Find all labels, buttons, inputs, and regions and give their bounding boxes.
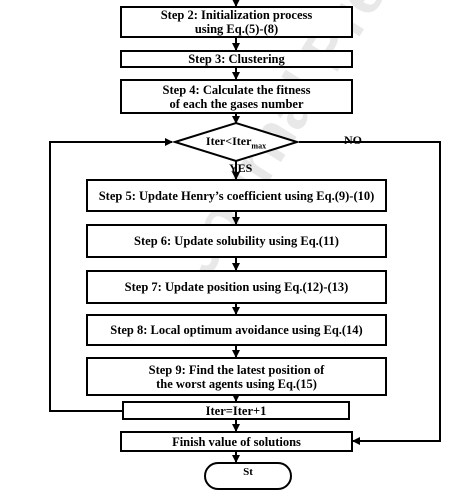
step7-line1: Step 7: Update position using Eq.(12)-(1… <box>124 280 349 294</box>
step2-line2: using Eq.(5)-(8) <box>194 22 279 36</box>
finish-line1: Finish value of solutions <box>172 434 301 449</box>
step8-line1: Step 8: Local optimum avoidance using Eq… <box>110 323 363 337</box>
flow-connectors <box>49 0 441 463</box>
step3-box: Step 3: Clustering <box>120 50 353 68</box>
yes-label: YES <box>229 161 253 175</box>
step2-line1: Step 2: Initialization process <box>160 8 313 22</box>
decision-label: Iter<Itermax <box>205 134 267 151</box>
decision-diamond <box>171 121 301 163</box>
finish-box: Finish value of solutions <box>120 431 353 452</box>
no-branch-line <box>299 141 441 445</box>
step8-box: Step 8: Local optimum avoidance using Eq… <box>86 314 387 346</box>
iter-update-line1: Iter=Iter+1 <box>205 403 267 418</box>
step3-line1: Step 3: Clustering <box>188 52 285 66</box>
end-terminal: St <box>204 462 292 490</box>
step9-line1: Step 9: Find the latest position of <box>148 362 325 377</box>
end-terminal-label: St <box>243 466 253 478</box>
step9-line2: the worst agents using Eq.(15) <box>156 376 317 391</box>
step4-line1: Step 4: Calculate the fitness <box>162 82 311 97</box>
step4-line2: of each the gases number <box>169 96 304 111</box>
step7-box: Step 7: Update position using Eq.(12)-(1… <box>86 270 387 304</box>
step5-line1: Step 5: Update Henry’s coefficient using… <box>98 188 375 203</box>
loop-back-line <box>49 138 173 412</box>
step6-box: Step 6: Update solubility using Eq.(11) <box>86 224 387 258</box>
step6-line1: Step 6: Update solubility using Eq.(11) <box>134 234 339 248</box>
no-label: NO <box>344 133 362 147</box>
iter-update-box: Iter=Iter+1 <box>122 401 350 420</box>
step5-box: Step 5: Update Henry’s coefficient using… <box>86 179 387 212</box>
